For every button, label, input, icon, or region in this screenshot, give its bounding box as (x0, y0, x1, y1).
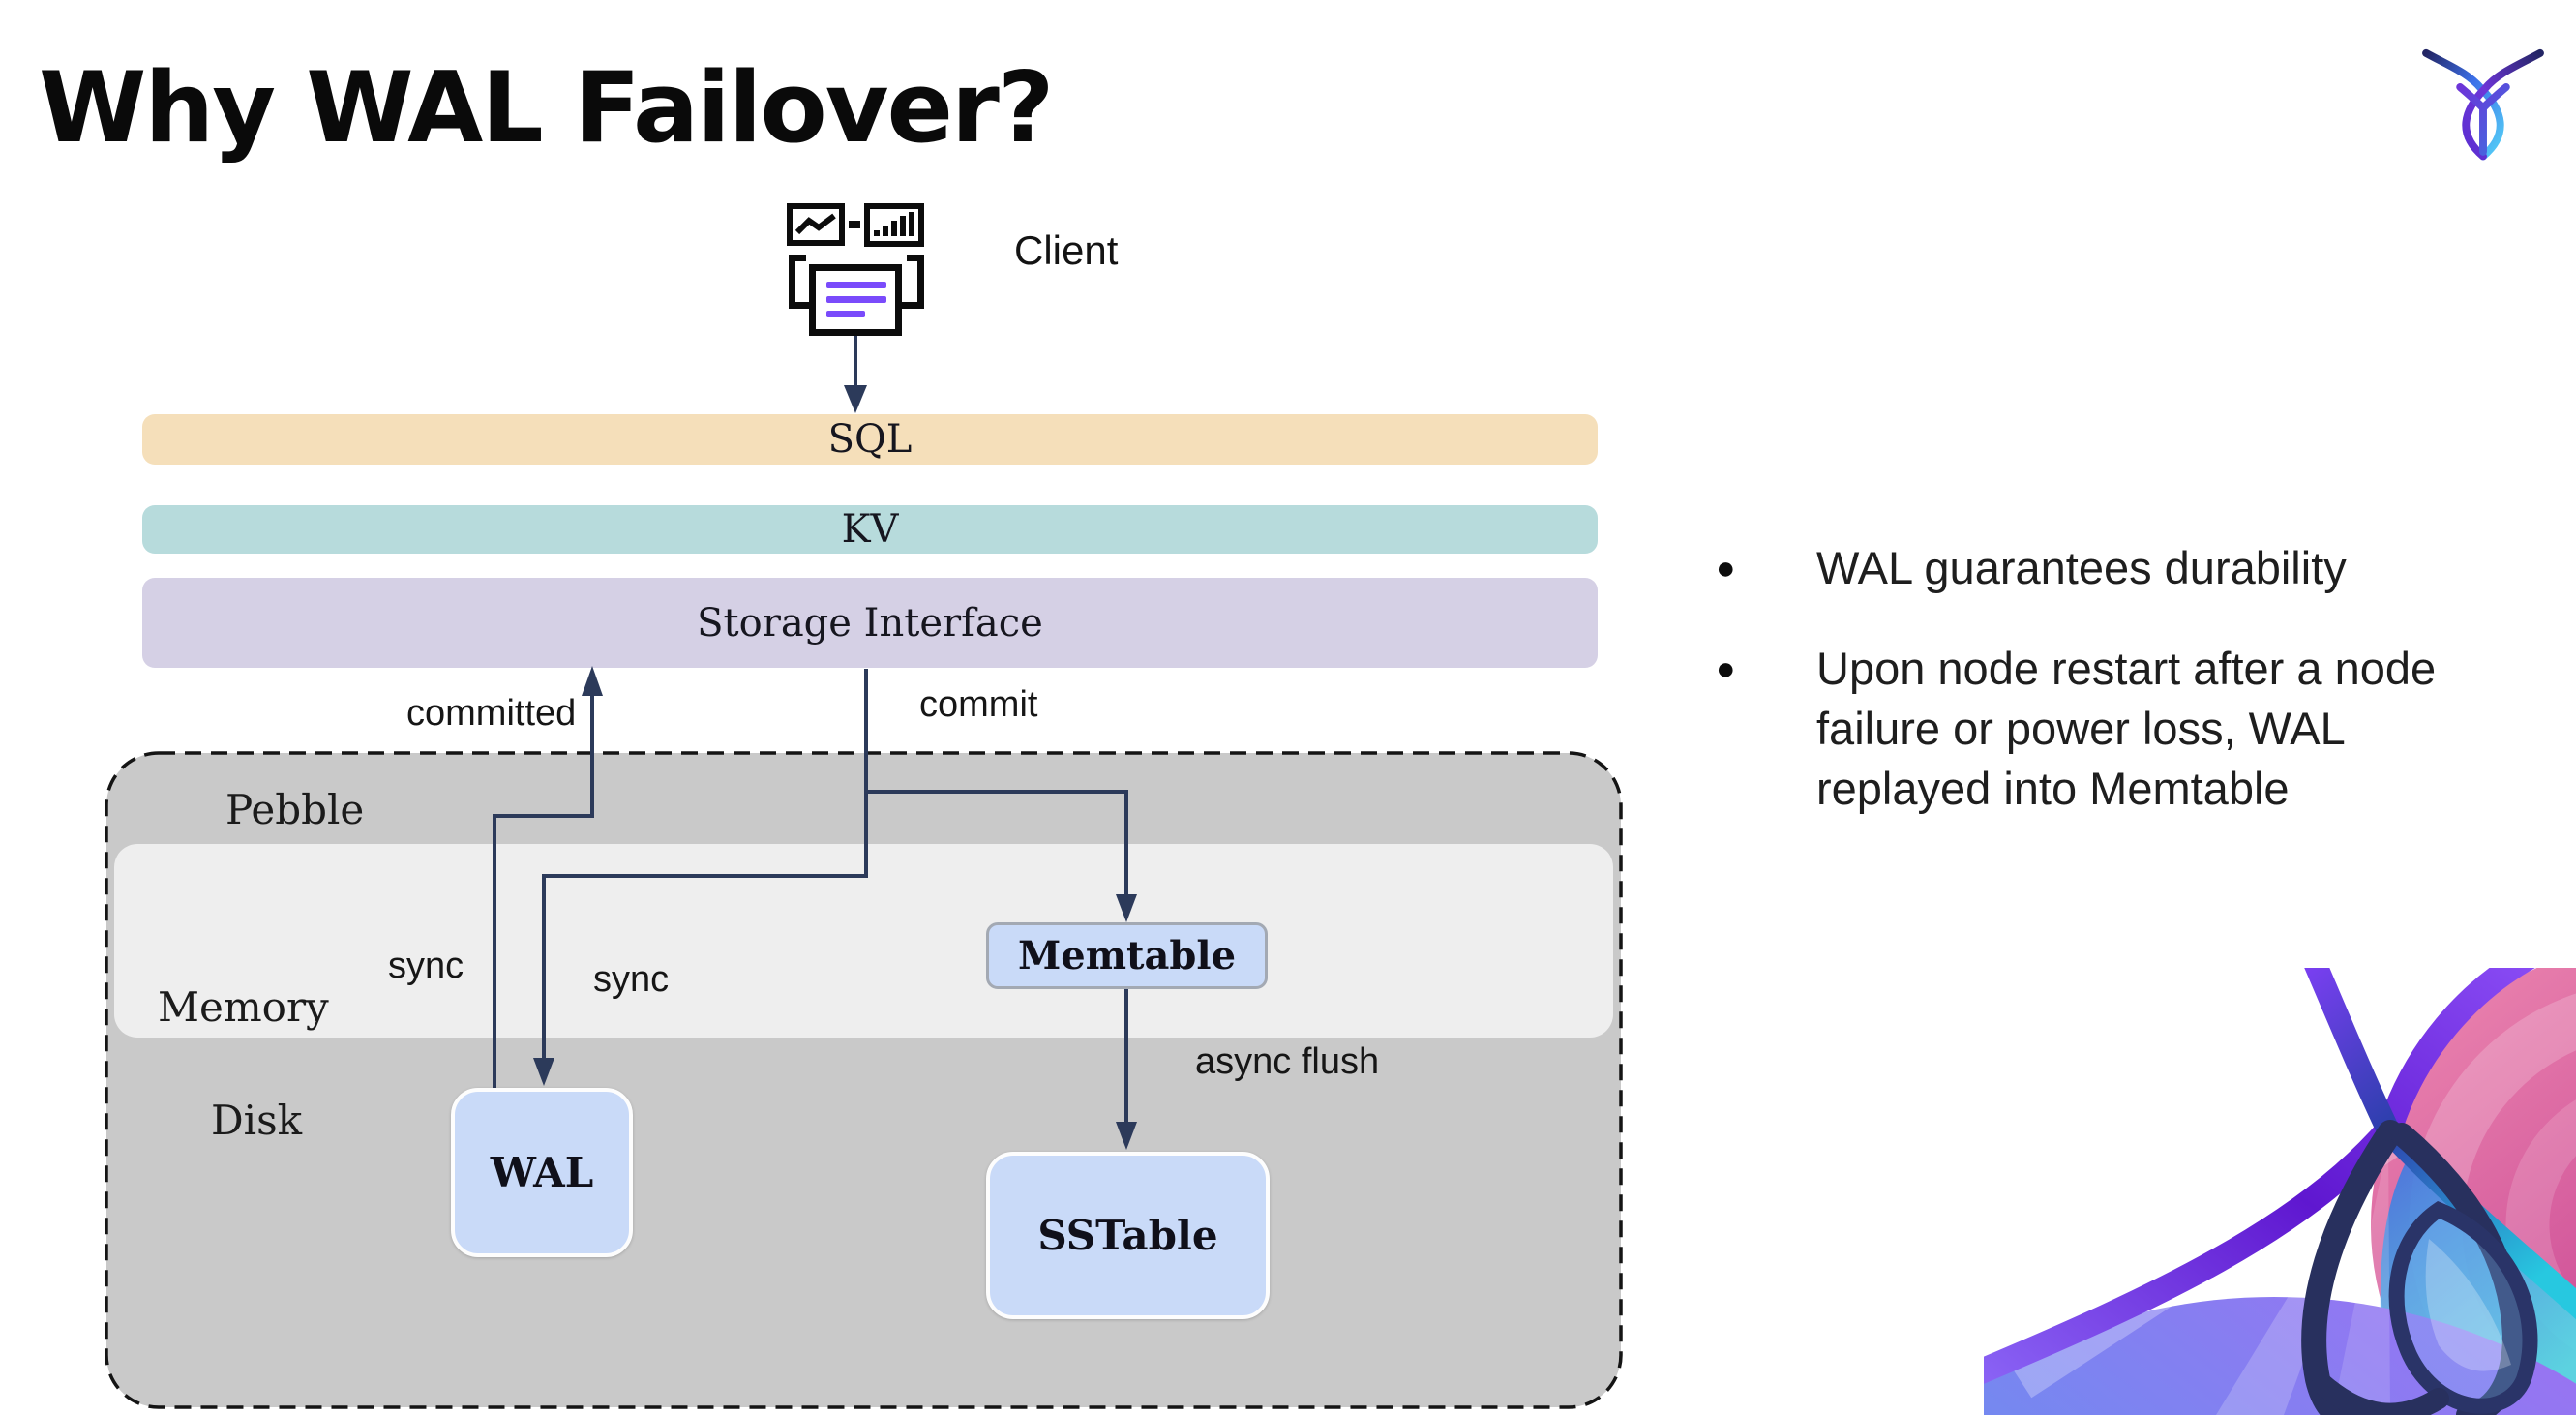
arrowhead-up-icon (582, 666, 603, 696)
pebble-label: Pebble (225, 786, 365, 833)
dash-connector (849, 221, 860, 228)
arrowhead-down-icon (844, 385, 867, 413)
bullet-list: ● WAL guarantees durability ● Upon node … (1711, 538, 2524, 819)
wal-node: WAL (451, 1088, 633, 1257)
document-line (826, 311, 865, 317)
kv-layer-bar: KV (142, 505, 1598, 554)
document-icon (809, 264, 902, 336)
bullet-text: Upon node restart after a node failure o… (1816, 643, 2437, 814)
memtable-node-label: Memtable (1017, 933, 1237, 978)
kv-layer-label: KV (841, 507, 899, 552)
disk-label: Disk (211, 1097, 303, 1144)
list-item: ● WAL guarantees durability (1711, 538, 2524, 598)
commit-edge-label: commit (919, 684, 1038, 725)
list-item: ● Upon node restart after a node failure… (1711, 639, 2524, 819)
client-label: Client (1014, 227, 1119, 273)
memtable-node: Memtable (986, 922, 1268, 989)
bar-chart-monitor-icon (864, 203, 924, 247)
cockroachdb-logo-icon (2422, 48, 2544, 161)
slide-title: Why WAL Failover? (39, 50, 1054, 165)
sync-label-right: sync (593, 959, 670, 1000)
bullet-dot: ● (1716, 650, 1736, 687)
document-line (826, 282, 886, 288)
left-bracket-top-stub (789, 255, 806, 261)
left-bracket-icon (789, 255, 795, 309)
sync-label-left: sync (388, 946, 464, 986)
left-bracket-bottom-stub (789, 302, 816, 309)
bullet-text: WAL guarantees durability (1816, 542, 2347, 593)
memory-band (114, 844, 1613, 1038)
storage-interface-label: Storage Interface (697, 600, 1043, 646)
right-bracket-icon (917, 255, 924, 309)
document-line (826, 296, 886, 303)
right-bracket-bottom-stub (897, 302, 924, 309)
line-chart-monitor-icon (787, 203, 845, 246)
wal-node-label: WAL (490, 1149, 594, 1196)
sql-layer-bar: SQL (142, 414, 1598, 465)
right-bracket-top-stub (907, 255, 924, 261)
sstable-node: SSTable (986, 1152, 1270, 1319)
committed-edge-label: committed (406, 693, 577, 734)
client-workstation-icon (784, 198, 929, 344)
brand-aurora-art (1984, 968, 2576, 1415)
bullet-dot: ● (1716, 550, 1736, 587)
memory-label: Memory (158, 983, 329, 1031)
storage-interface-layer-bar: Storage Interface (142, 578, 1598, 668)
sstable-node-label: SSTable (1037, 1212, 1218, 1259)
async-flush-label: async flush (1195, 1041, 1380, 1082)
sql-layer-label: SQL (827, 417, 913, 462)
